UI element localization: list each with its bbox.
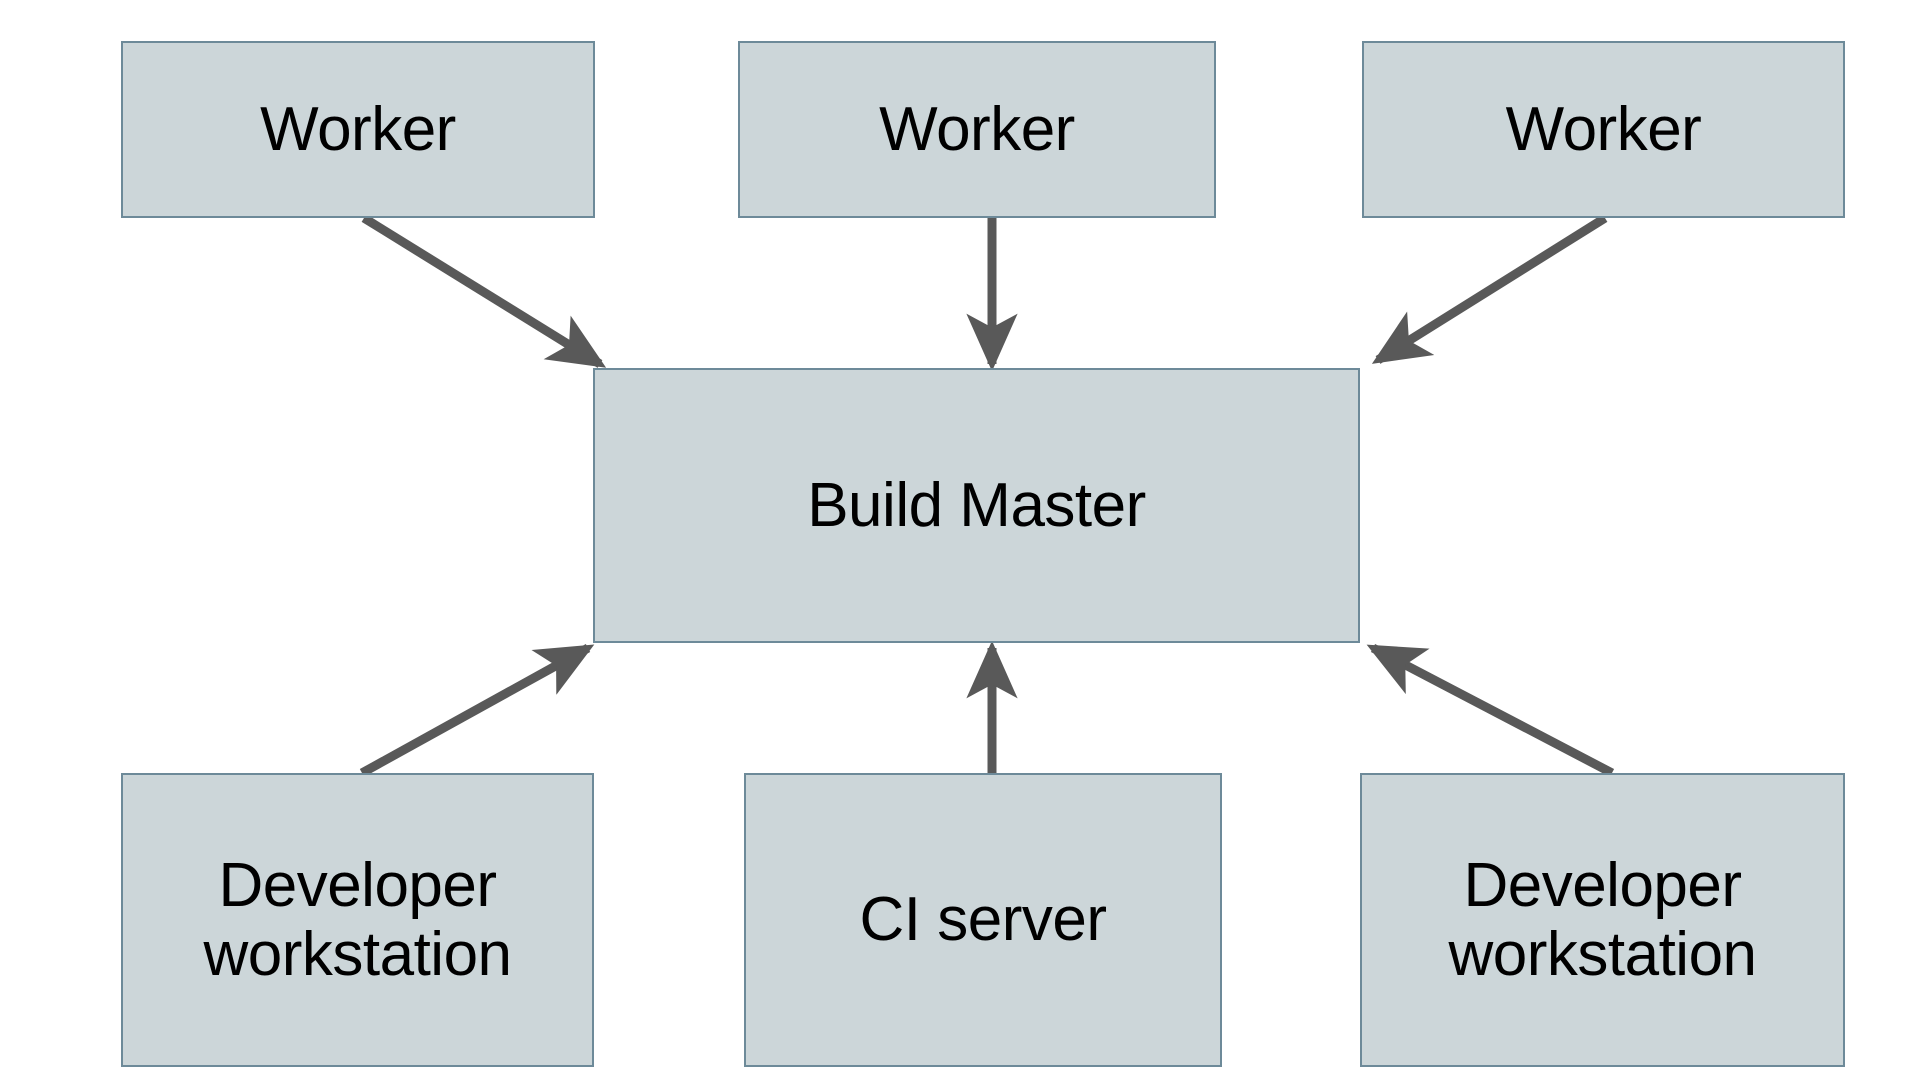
node-worker-3[interactable]: Worker: [1362, 41, 1845, 218]
node-ci-server[interactable]: CI server: [744, 773, 1222, 1067]
node-label-worker-1: Worker: [260, 94, 456, 164]
edge-worker-3-to-build-master: [1371, 214, 1608, 364]
node-developer-workstation-right[interactable]: Developer workstation: [1360, 773, 1845, 1067]
edge-worker-1-to-build-master: [361, 214, 607, 368]
edge-developer-workstation-right-to-build-master: [1366, 644, 1615, 777]
node-label-worker-3: Worker: [1505, 94, 1702, 164]
node-label-developer-workstation-left: Developer workstation: [203, 850, 512, 989]
node-worker-2[interactable]: Worker: [738, 41, 1216, 218]
node-worker-1[interactable]: Worker: [121, 41, 595, 218]
node-developer-workstation-left[interactable]: Developer workstation: [121, 773, 594, 1067]
node-label-build-master: Build Master: [807, 470, 1146, 540]
node-label-worker-2: Worker: [879, 94, 1075, 164]
node-label-ci-server: CI server: [859, 885, 1107, 955]
node-label-developer-workstation-right: Developer workstation: [1448, 850, 1757, 989]
node-build-master[interactable]: Build Master: [593, 368, 1360, 643]
edge-developer-workstation-left-to-build-master: [359, 644, 595, 777]
